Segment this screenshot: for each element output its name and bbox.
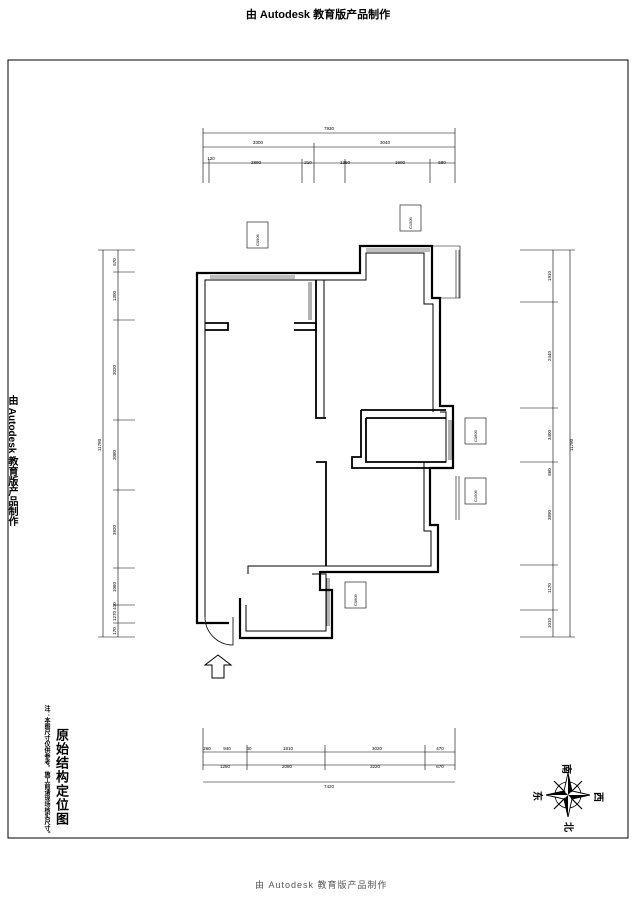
dim-left-seg: 1270 [112, 610, 117, 621]
dim-left-seg: 3020 [112, 364, 117, 375]
entry-arrow [203, 654, 233, 679]
dim-left-seg: 3920 [112, 524, 117, 535]
watermark-top: 由 Autodesk 教育版产品制作 [245, 9, 391, 21]
dim-top-row3-b: 2890 [251, 160, 262, 165]
dim-right-seg: 1010 [547, 617, 552, 628]
dim-right-seg: 3400 [547, 429, 552, 440]
compass-north: 北 [562, 822, 575, 832]
window-tag-label: C0906 [255, 233, 260, 246]
window-east-mid [448, 420, 452, 460]
interior-wall [351, 409, 446, 469]
dimension-lines [98, 128, 575, 783]
interior-wall [294, 322, 317, 331]
dim-bottom-row2-a: 1280 [220, 764, 231, 769]
compass-east: 东 [531, 791, 544, 801]
dim-top-row3-f: 680 [438, 160, 446, 165]
exterior-wall-inner [204, 252, 447, 632]
dim-left-seg: 1300 [112, 290, 117, 301]
window-balcony-side [432, 245, 461, 299]
floor-plan [195, 244, 455, 640]
dim-top-row2-b: 3040 [380, 140, 391, 145]
dim-right-overall: 11780 [569, 438, 574, 451]
compass-diagonals [553, 780, 583, 810]
window-tag: C0609 [344, 581, 367, 609]
window-tags: C0906 C1509 C0609 C1506 C0609 [246, 204, 487, 609]
window-tag-label: C1506 [473, 489, 478, 502]
window-tag: C0609 [464, 417, 487, 445]
window-tag: C1509 [399, 204, 422, 232]
window-tag: C1506 [464, 477, 487, 505]
dim-left-overall: 11780 [97, 438, 102, 451]
dim-top-overall: 7930 [324, 126, 335, 131]
dim-left-seg: 1060 [112, 581, 117, 592]
dim-bottom-row1-d: 1810 [283, 746, 294, 751]
dim-bottom-row1-b: 940 [223, 746, 231, 751]
dim-top-row2-a: 3300 [253, 140, 264, 145]
dim-left-seg: 410 [112, 602, 117, 610]
dim-left-seg: 670 [112, 258, 117, 266]
dim-right-seg: 1170 [547, 583, 552, 593]
dim-bottom-row1-a: 260 [203, 746, 211, 751]
window-inner [308, 282, 312, 320]
compass-south: 南 [560, 764, 573, 774]
dim-bottom-row1-c: 40 [246, 746, 252, 751]
drawing-frame [7, 59, 629, 839]
window-tag: C0906 [246, 221, 269, 249]
exterior-wall [195, 244, 455, 640]
interior-wall [316, 461, 327, 566]
dim-top-row3-d: 1260 [340, 160, 351, 165]
dimension-texts-left: 11780 670 1300 3020 2080 3920 1060 410 1… [97, 258, 117, 635]
dimension-texts-right: 11780 1910 2440 3400 660 3890 1170 1010 [547, 270, 574, 628]
dim-right-seg: 2440 [547, 350, 552, 361]
interior-wall [365, 417, 446, 463]
dim-bottom-row1-f: 470 [436, 746, 444, 751]
drawing-title: 原始结构定位图 [54, 728, 69, 826]
dim-right-seg: 3890 [547, 509, 552, 520]
dim-bottom-row1-e: 3020 [372, 746, 383, 751]
dim-right-seg: 660 [547, 468, 552, 476]
window-balcony [366, 248, 430, 252]
windows [210, 245, 461, 626]
dim-bottom-row2-b: 2080 [282, 764, 293, 769]
compass-west: 西 [592, 792, 604, 802]
dim-top-row3-a: 120 [207, 156, 215, 161]
dim-bottom-row2-d: 670 [436, 764, 444, 769]
dim-left-seg: 2080 [112, 449, 117, 460]
watermark-bottom: 由 Autodesk 教育版产品制作 [255, 880, 388, 890]
window-east-lower [455, 476, 460, 520]
dim-left-seg: 170 [112, 627, 117, 635]
dimension-texts: 7930 3300 3040 120 2890 210 1260 1900 68… [203, 126, 446, 789]
window-south-small [326, 578, 330, 626]
dim-top-row3-c: 210 [304, 160, 312, 165]
dim-top-row3-e: 1900 [395, 160, 406, 165]
dim-bottom-row2-c: 3220 [370, 764, 381, 769]
compass-star-fill [546, 773, 590, 817]
interior-wall [205, 322, 229, 331]
window-tag-label: C0609 [473, 429, 478, 442]
window-tag-label: C0609 [353, 593, 358, 606]
entry-door-swing [204, 616, 234, 646]
window-north-left [210, 275, 295, 279]
window-tag-label: C1509 [408, 216, 413, 229]
watermark-side: 由 Autodesk 教育版产品制作 [6, 395, 17, 527]
interior-wall [315, 280, 326, 419]
dim-right-seg: 1910 [547, 270, 552, 281]
drawing-note: 注：本图尺寸仅供参考，施工前请现场核实尺寸。 [43, 705, 49, 837]
dim-bottom-overall: 7420 [324, 784, 335, 789]
compass-rose: 南 西 北 东 [531, 764, 604, 832]
